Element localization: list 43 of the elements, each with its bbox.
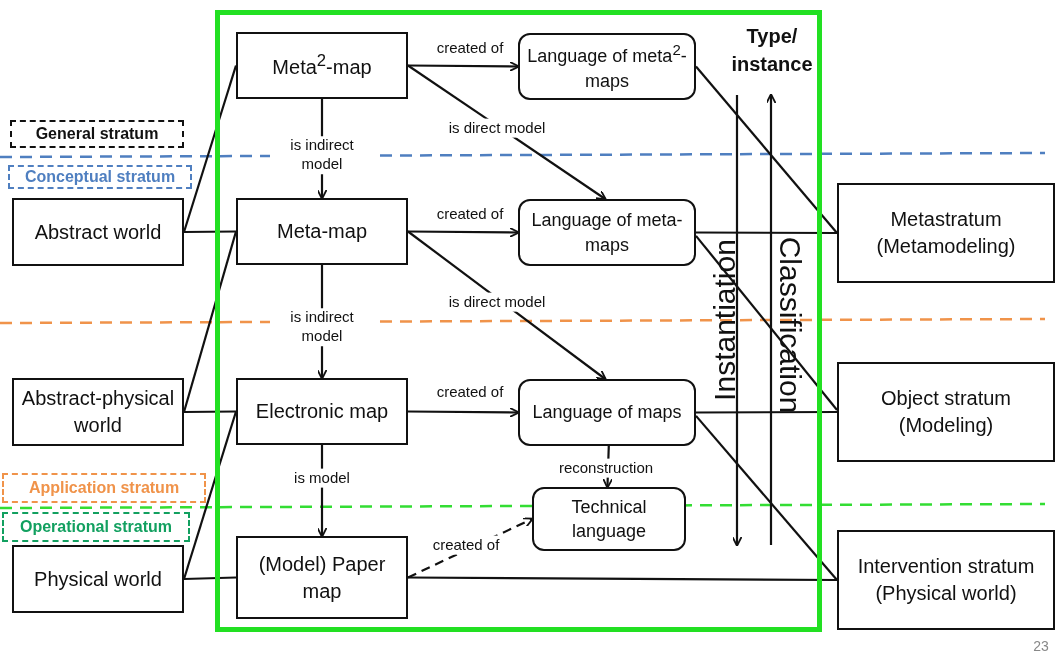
connector-line <box>184 410 236 414</box>
process-box: Abstract world <box>12 198 184 266</box>
arrow <box>408 61 520 72</box>
edge-label: is model <box>292 468 352 488</box>
arrow <box>407 230 607 381</box>
process-box: Object stratum (Modeling) <box>837 362 1055 462</box>
stratum-tag: Conceptual stratum <box>8 165 192 189</box>
connector-line <box>696 231 837 235</box>
process-box: Intervention stratum (Physical world) <box>837 530 1055 630</box>
stratum-tag: Application stratum <box>2 473 206 503</box>
connector-line <box>695 65 838 234</box>
process-box: Metastratum (Metamodeling) <box>837 183 1055 283</box>
edge-label: is indirect model <box>270 308 374 346</box>
edge-label: is direct model <box>446 118 548 138</box>
group-frame <box>215 10 822 632</box>
process-box: Meta-map <box>236 198 408 265</box>
connector-line <box>408 576 837 582</box>
rounded-box: Language of meta-maps <box>518 199 696 266</box>
arrow <box>407 64 607 201</box>
process-box: Physical world <box>12 545 184 613</box>
process-box: Electronic map <box>236 378 408 445</box>
rounded-box: Language of meta$^{2}$-maps <box>518 33 696 100</box>
rounded-box: Language of maps <box>518 379 696 446</box>
page-number: 23 <box>1032 638 1050 654</box>
process-box: Abstract-physical world <box>12 378 184 446</box>
connector-line <box>695 415 838 581</box>
heading-text: Type/ instance <box>730 24 814 77</box>
rounded-box: Technical language <box>532 487 686 551</box>
connector-line <box>183 576 237 581</box>
edge-label: is direct model <box>446 292 548 312</box>
arrow <box>408 407 520 418</box>
edge-label: created of <box>430 535 502 555</box>
stratum-tag: General stratum <box>10 120 184 148</box>
axis-label: Instantiation <box>710 238 740 403</box>
edge-label: is indirect model <box>270 136 374 174</box>
process-box: (Model) Paper map <box>236 536 408 619</box>
stratum-tag: Operational stratum <box>2 512 190 542</box>
connector-line <box>695 235 838 411</box>
connector-line <box>696 410 837 414</box>
process-box: Meta$^{2}$-map <box>236 32 408 99</box>
arrow <box>408 227 520 238</box>
connector-line <box>184 230 236 234</box>
axis-label: Classification <box>775 235 805 415</box>
